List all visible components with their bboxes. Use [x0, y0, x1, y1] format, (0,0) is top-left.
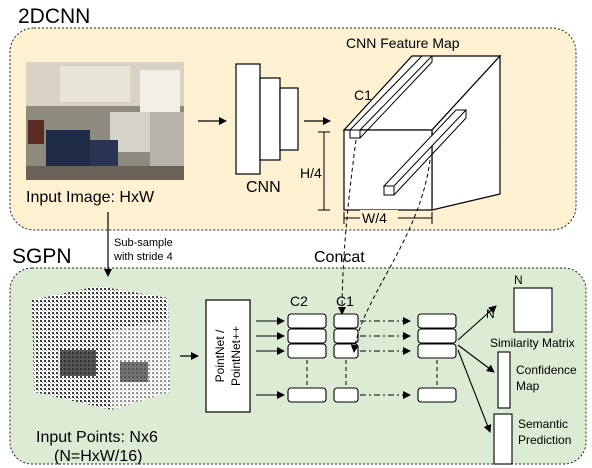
- similarity-n-left: N: [486, 307, 495, 321]
- c1-top-label: C1: [354, 87, 372, 103]
- input-points-caption-2: (N=HxW/16): [54, 448, 142, 465]
- confidence-map-box: [497, 351, 511, 409]
- input-points-caption-1: Input Points: Nx6: [36, 429, 158, 446]
- concat-curve-top: [338, 139, 357, 315]
- column-label-c1: C1: [336, 293, 354, 309]
- feature-vector-c1-top: [348, 55, 434, 139]
- output-arrows: [457, 305, 497, 433]
- feature-vector-inner: [382, 109, 468, 196]
- concat-label: Concat: [314, 249, 365, 266]
- cnn-block: [235, 63, 299, 175]
- confidence-label-1: Confidence: [516, 363, 577, 377]
- subsample-line1: Sub-sample: [114, 237, 173, 249]
- width-label: W/4: [362, 210, 387, 226]
- cnn-feature-map: [342, 54, 502, 211]
- section-title-sgpn: SGPN: [12, 245, 72, 268]
- semantic-label-2: Prediction: [518, 433, 571, 447]
- feature-column-c2: [287, 313, 327, 403]
- height-label: H/4: [300, 165, 322, 181]
- feature-column-c1: [333, 313, 359, 403]
- column-connectors: [360, 317, 411, 399]
- semantic-label-1: Semantic: [518, 417, 568, 431]
- pointnet-block: [205, 299, 251, 413]
- pointnet-line1: PointNet /: [213, 329, 227, 382]
- semantic-prediction-box: [493, 413, 513, 465]
- concat-curve-inner: [350, 159, 431, 353]
- subsample-line2: with stride 4: [113, 251, 173, 263]
- section-title-2dcnn: 2DCNN: [18, 5, 90, 28]
- input-point-cloud: [32, 286, 170, 410]
- pointnet-line2: PointNet++: [229, 326, 243, 386]
- column-label-c2: C2: [290, 293, 308, 309]
- feature-map-label: CNN Feature Map: [346, 35, 460, 51]
- feature-column-last: [417, 313, 457, 403]
- input-image-caption: Input Image: HxW: [26, 189, 155, 206]
- confidence-label-2: Map: [516, 379, 540, 393]
- similarity-matrix-label: Similarity Matrix: [490, 336, 575, 350]
- input-image: [26, 62, 184, 180]
- similarity-matrix-box: [513, 287, 553, 333]
- similarity-n-top: N: [514, 273, 523, 287]
- pointnet-output-arrows: [256, 317, 285, 399]
- cnn-label: CNN: [246, 179, 281, 196]
